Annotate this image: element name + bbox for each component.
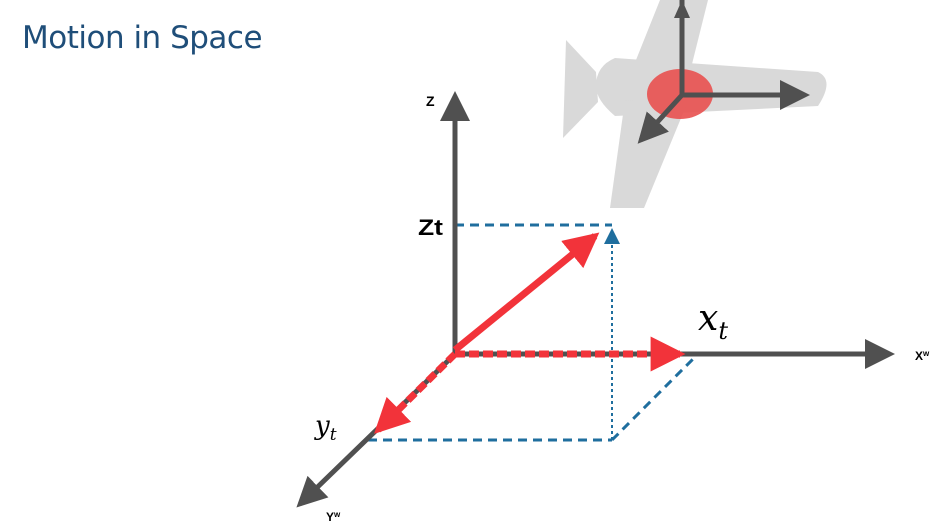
xt-label: xt [698,298,728,345]
xy-plane-back-edge [610,354,698,442]
yt-component-vector [374,351,458,434]
motion-vectors [374,232,686,434]
airplane-axis-y [637,93,684,144]
z-axis-label: Z [426,93,435,109]
position-vector [452,232,600,353]
zt-label: Zt [418,215,444,240]
projection-lines [368,223,698,442]
x-axis-label: Xw [915,349,930,363]
world-axes [296,91,895,508]
airplane-icon [563,0,827,208]
page-title: Motion in Space [22,20,263,56]
y-axis-label: Yw [326,510,341,524]
yt-label: yt [314,411,337,445]
